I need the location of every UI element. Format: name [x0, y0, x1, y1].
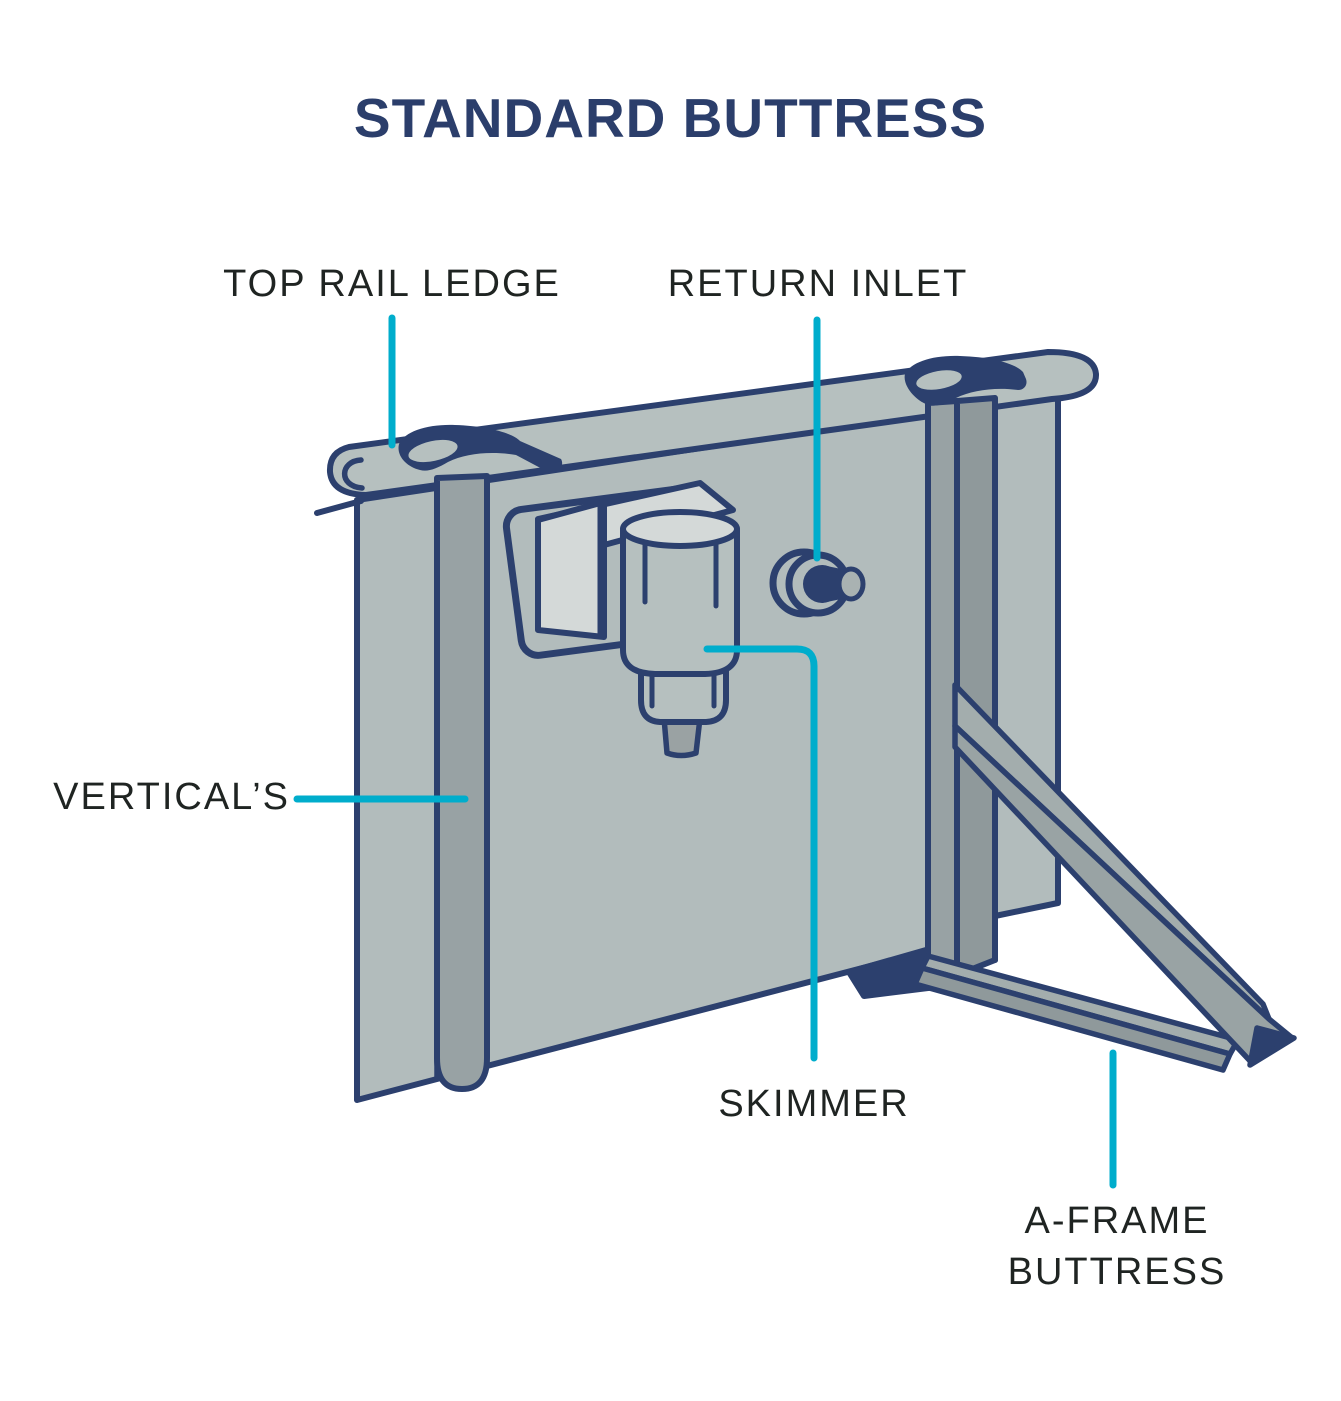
label-verticals: VERTICAL’S — [53, 776, 290, 818]
skimmer-body-top — [620, 509, 740, 549]
a-frame-diagonal-brace — [952, 682, 1297, 1068]
label-a-frame-line2: BUTTRESS — [1007, 1251, 1227, 1293]
vertical-post-right-side — [954, 395, 998, 978]
label-a-frame-line1: A-FRAME — [1024, 1200, 1210, 1242]
skimmer — [502, 480, 740, 759]
label-skimmer: SKIMMER — [718, 1083, 910, 1125]
skimmer-body — [620, 526, 740, 677]
rail-clip-right-opening — [916, 370, 962, 390]
callout-line-skimmer — [703, 645, 818, 1062]
page-title: STANDARD BUTTRESS — [353, 87, 988, 149]
label-return-inlet: RETURN INLET — [667, 263, 969, 305]
rail-end-lip — [314, 498, 364, 516]
label-a-frame-buttress: A-FRAME BUTTRESS — [1008, 1196, 1227, 1298]
rail-clip-left — [398, 424, 563, 473]
return-inlet-cap — [836, 566, 866, 602]
rail-clip-left-opening — [408, 439, 458, 463]
rail-clip-right — [904, 355, 1027, 406]
a-frame-foot — [1247, 1025, 1297, 1068]
skimmer-throat-front — [535, 499, 607, 640]
label-top-rail-ledge: TOP RAIL LEDGE — [223, 263, 561, 305]
vertical-post-left — [434, 473, 490, 1092]
a-frame-bottom-plate — [912, 953, 1241, 1073]
top-rail-ledge — [326, 349, 1099, 498]
rail-end-curl — [342, 457, 365, 491]
skimmer-outlet-nub — [661, 715, 703, 759]
